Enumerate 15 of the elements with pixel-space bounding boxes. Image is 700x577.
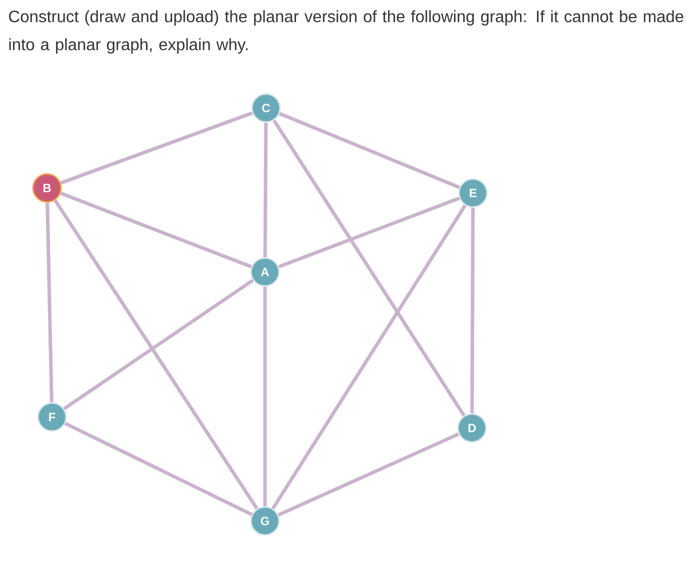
- graph-edge: [278, 432, 460, 517]
- graph-edge: [272, 119, 466, 417]
- graph-edge: [470, 208, 475, 414]
- graph-edge: [54, 199, 258, 510]
- graph-edge: [46, 202, 54, 402]
- question-text: Construct (draw and upload) the planar version of the following graph: If it cannot be made into a planar graph, explain why.: [9, 10, 684, 54]
- graph-edge: [60, 111, 253, 185]
- graph-edge: [64, 422, 253, 516]
- graph-edge: [271, 204, 467, 510]
- graph-edge: [278, 196, 460, 268]
- graph-edge: [60, 192, 252, 268]
- graph-edge: [263, 122, 268, 258]
- graph-edge: [63, 278, 254, 410]
- graph-edge: [278, 112, 460, 189]
- graph-edge: [263, 286, 267, 506]
